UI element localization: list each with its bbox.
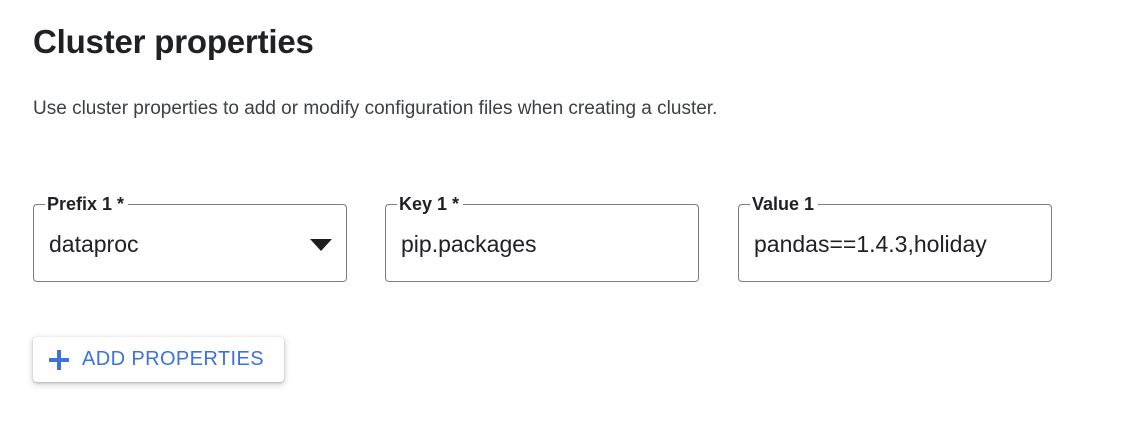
- key-field-control[interactable]: pip.packages: [386, 205, 698, 281]
- add-properties-label: ADD PROPERTIES: [82, 348, 264, 370]
- page-description: Use cluster properties to add or modify …: [33, 98, 718, 119]
- key-input-value[interactable]: pip.packages: [401, 231, 537, 257]
- value-input-value[interactable]: pandas==1.4.3,holiday: [754, 231, 987, 257]
- dropdown-arrow-icon[interactable]: [310, 238, 332, 251]
- plus-icon: [49, 349, 69, 370]
- prefix-field-control[interactable]: dataproc: [34, 205, 346, 281]
- key-field[interactable]: Key 1 * pip.packages: [385, 194, 699, 282]
- prefix-select-value: dataproc: [49, 231, 139, 257]
- add-properties-button[interactable]: ADD PROPERTIES: [33, 337, 284, 382]
- value-field[interactable]: Value 1 pandas==1.4.3,holiday: [738, 194, 1052, 282]
- property-row: Prefix 1 * dataproc Key 1 * pip.packages: [33, 194, 1093, 284]
- page-title: Cluster properties: [33, 23, 314, 60]
- value-field-control[interactable]: pandas==1.4.3,holiday: [739, 205, 1051, 281]
- prefix-field[interactable]: Prefix 1 * dataproc: [33, 194, 347, 282]
